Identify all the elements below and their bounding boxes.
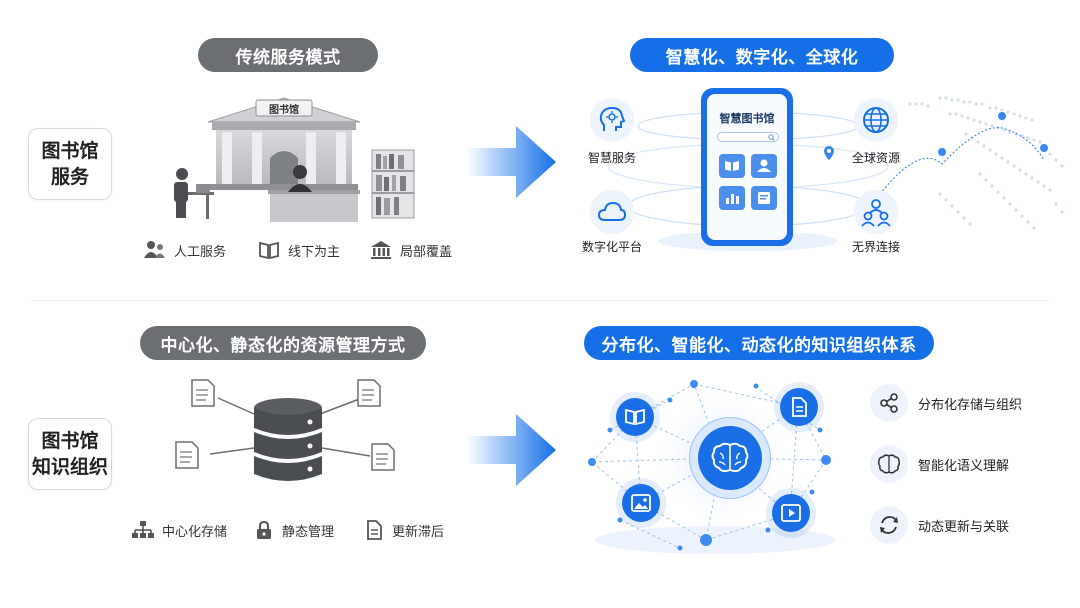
video-play-icon (781, 504, 801, 522)
feature-static-management: 静态管理 (254, 520, 334, 540)
centralized-database-illustration (175, 379, 395, 481)
phone-tile-stats[interactable] (719, 186, 745, 210)
feature-label: 线下为主 (288, 244, 341, 260)
search-icon (768, 134, 775, 141)
global-resources-icon-wrap (854, 98, 898, 142)
phone-screen: 智慧图书馆 (707, 94, 787, 240)
digital-platform-icon-wrap (590, 190, 634, 234)
right-item-label: 智能化语义理解 (918, 458, 1010, 474)
side-label-line-2: 服务 (50, 166, 89, 188)
feature-label: 中心化存储 (162, 524, 228, 540)
phone-tile-user[interactable] (751, 154, 777, 178)
phone-tile-books[interactable] (719, 154, 745, 178)
side-label-library-service: 图书馆 服务 (28, 128, 112, 200)
share-icon (880, 393, 898, 413)
phone-title: 智慧图书馆 (719, 112, 775, 125)
caption-boundless-connection: 无界连接 (851, 240, 900, 254)
refresh-icon (880, 516, 898, 534)
right-item-label: 动态更新与关联 (918, 519, 1010, 535)
bar-chart-icon (726, 194, 739, 204)
feature-manual-service: 人工服务 (144, 240, 226, 260)
dynamic-update-item: 动态更新与关联 (870, 506, 1009, 544)
database-icon (254, 398, 322, 481)
feature-label: 静态管理 (282, 524, 335, 540)
side-label-line-1: 图书馆 (41, 140, 99, 162)
cloud-icon (597, 201, 627, 221)
lock-icon (257, 520, 271, 539)
distributed-intelligent-dynamic-pill: 分布化、智能化、动态化的知识组织体系 (584, 326, 934, 360)
distributed-storage-item: 分布化存储与组织 (870, 384, 1022, 422)
world-map (880, 96, 1064, 230)
open-book-icon (625, 408, 645, 426)
arrow-right-icon (466, 414, 556, 486)
library-illustration (174, 97, 415, 222)
brain-node (698, 426, 762, 490)
person-group-icon (144, 241, 165, 258)
side-label-line-2: 知识组织 (31, 456, 108, 478)
brain-icon (878, 454, 900, 474)
location-pin-icon (824, 146, 834, 160)
brain-icon (711, 442, 749, 473)
document-node (780, 388, 818, 426)
caption-smart-service: 智慧服务 (587, 151, 636, 165)
share-icon-wrap (870, 384, 908, 422)
video-node (772, 494, 810, 532)
brain-head-icon (599, 106, 626, 131)
feature-label: 人工服务 (174, 244, 227, 260)
feature-centralized-storage: 中心化存储 (132, 520, 227, 540)
caption-digital-platform: 数字化平台 (581, 240, 642, 254)
feature-label: 局部覆盖 (400, 244, 453, 260)
feature-label: 更新滞后 (392, 524, 445, 540)
section-divider (30, 300, 1050, 301)
caption-global-resources: 全球资源 (851, 151, 900, 165)
book-icon (725, 161, 739, 171)
feature-partial-coverage: 局部覆盖 (370, 240, 452, 260)
book-icon (259, 241, 279, 260)
user-icon (757, 159, 771, 172)
feature-update-lag: 更新滞后 (364, 520, 444, 540)
document-icon (792, 397, 807, 417)
people-icon (861, 199, 891, 227)
boundless-connection-icon-wrap (854, 190, 898, 234)
book-node (616, 398, 654, 436)
smart-service-icon-wrap (590, 98, 634, 142)
bank-icon (371, 241, 391, 259)
traditional-service-pill: 传统服务模式 (198, 38, 378, 72)
image-node (622, 484, 660, 522)
globe-icon (863, 107, 889, 133)
arrow-right-icon (466, 126, 556, 198)
brain-icon-wrap (870, 445, 908, 483)
library-sign: 图书馆 (269, 105, 299, 116)
document-icon (367, 520, 382, 540)
phone-search-bar[interactable] (717, 132, 779, 142)
phone-mockup: 智慧图书馆 (701, 88, 793, 246)
smart-digital-global-pill: 智慧化、数字化、全球化 (630, 38, 894, 72)
side-label-line-1: 图书馆 (41, 430, 99, 452)
refresh-icon-wrap (870, 506, 908, 544)
feature-offline: 线下为主 (258, 240, 340, 260)
image-icon (631, 494, 651, 512)
phone-tile-doc[interactable] (751, 186, 777, 210)
side-label-knowledge-organization: 图书馆 知识组织 (28, 418, 112, 490)
semantic-understanding-item: 智能化语义理解 (870, 445, 1009, 483)
document-icon (758, 192, 770, 204)
centralized-static-pill: 中心化、静态化的资源管理方式 (140, 326, 426, 360)
org-chart-icon (132, 521, 154, 538)
right-item-label: 分布化存储与组织 (918, 397, 1023, 413)
